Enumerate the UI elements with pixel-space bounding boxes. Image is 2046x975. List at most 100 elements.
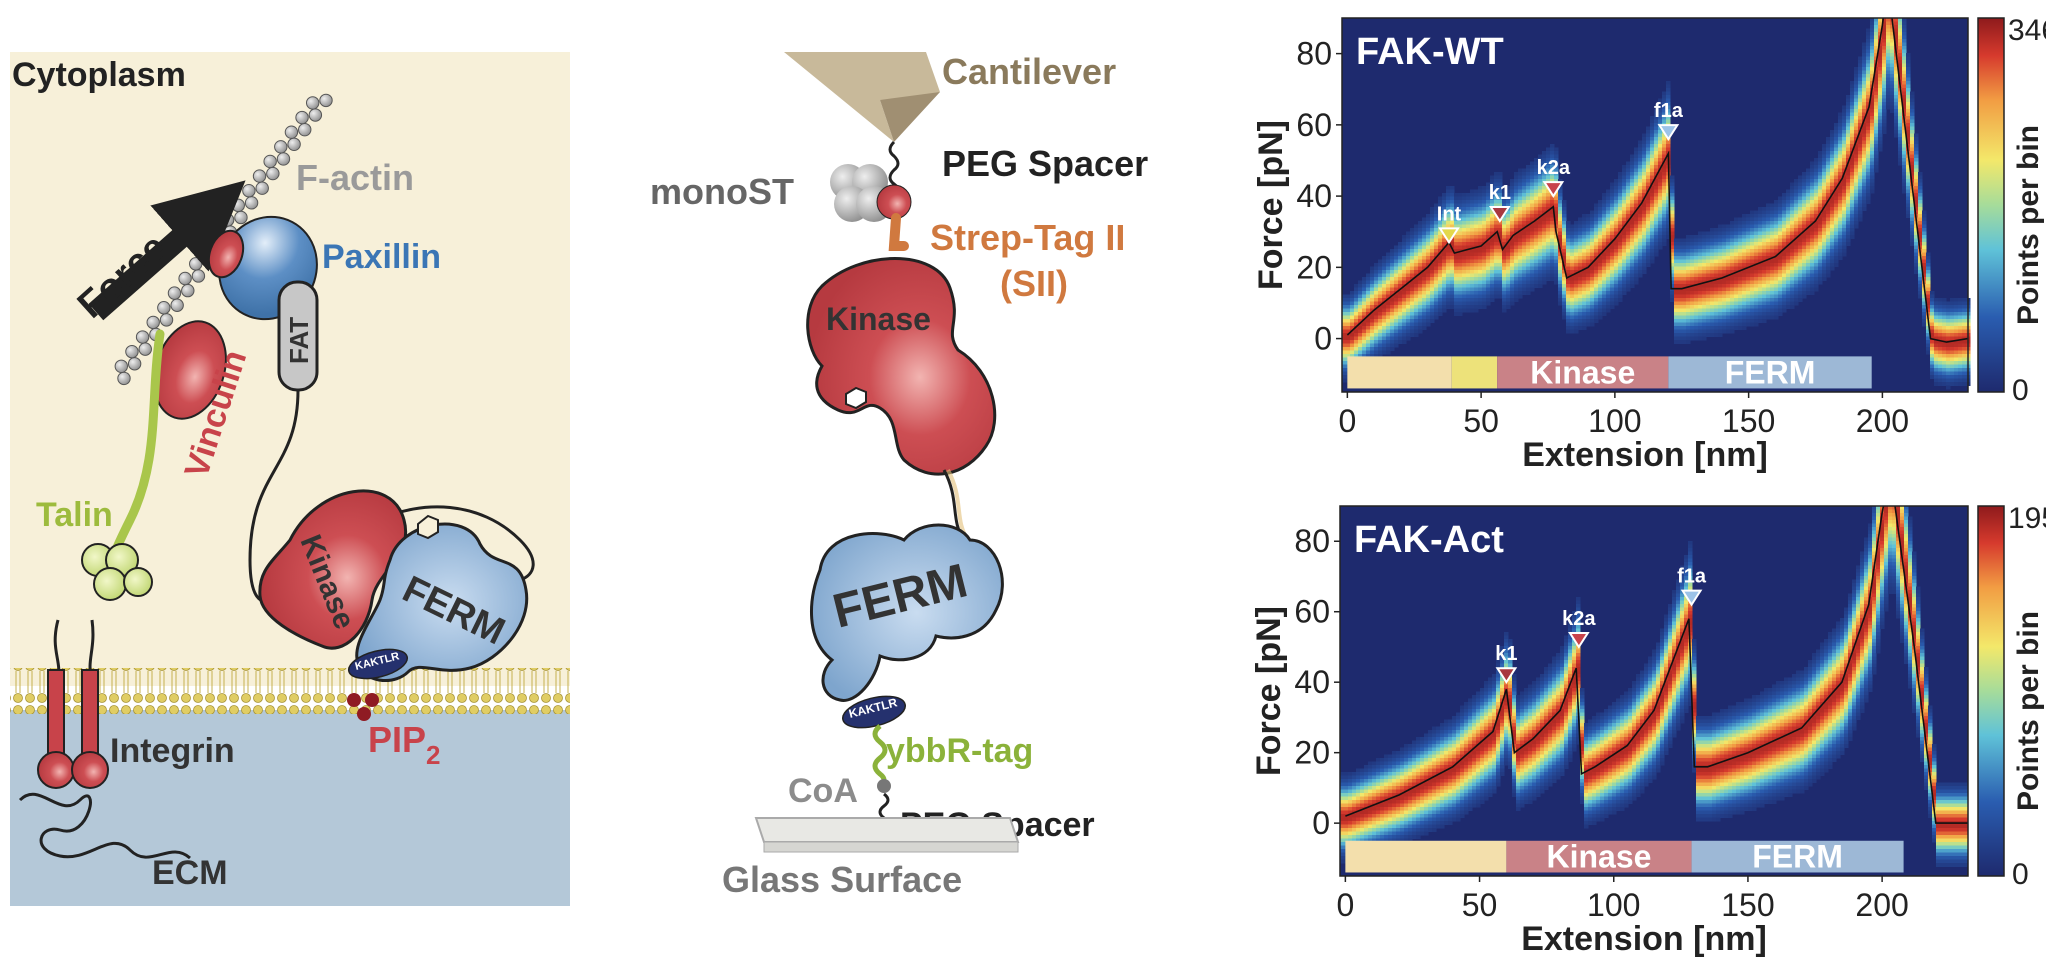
heatmap-cell	[1734, 326, 1739, 330]
heatmap-cell	[1342, 294, 1347, 299]
f-actin-bead	[114, 359, 129, 373]
heatmap-cell	[1470, 235, 1475, 239]
heatmap-cell	[1574, 291, 1579, 295]
heatmap-cell	[1406, 305, 1411, 309]
heatmap-cell	[1630, 186, 1635, 190]
heatmap-cell	[1498, 179, 1503, 183]
heatmap-cell	[1714, 245, 1719, 250]
heatmap-cell	[1606, 256, 1611, 260]
heatmap-cell	[1838, 116, 1843, 120]
heatmap-cell	[1754, 294, 1759, 299]
heatmap-cell	[1518, 245, 1523, 250]
heatmap-cell	[1506, 235, 1511, 239]
heatmap-cell	[1490, 200, 1495, 204]
heatmap-cell	[1862, 165, 1867, 169]
heatmap-cell	[1638, 249, 1643, 253]
heatmap-cell	[1866, 158, 1871, 162]
heatmap-cell	[1718, 291, 1723, 295]
heatmap-cell	[1894, 77, 1899, 82]
heatmap-cell	[1678, 319, 1683, 323]
heatmap-cell	[1706, 315, 1711, 320]
heatmap-cell	[1870, 105, 1875, 110]
heatmap-cell	[1846, 126, 1851, 131]
heatmap-cell	[1578, 326, 1583, 330]
heatmap-cell	[1654, 200, 1659, 204]
heatmap-cell	[1634, 259, 1639, 264]
heatmap-cell	[1762, 245, 1767, 250]
heatmap-cell	[1778, 200, 1783, 204]
heatmap-cell	[1430, 235, 1435, 239]
heatmap-cell	[1846, 140, 1851, 145]
heatmap-cell	[1614, 179, 1619, 183]
heatmap-cell	[1662, 140, 1667, 145]
peg-spacer-top-label: PEG Spacer	[942, 143, 1148, 184]
heatmap-cell	[1898, 140, 1903, 145]
heatmap-cell	[1890, 63, 1895, 68]
heatmap-cell	[1430, 252, 1435, 257]
heatmap-cell	[1838, 137, 1843, 141]
heatmap-cell	[1498, 172, 1503, 176]
heatmap-cell	[1346, 315, 1351, 320]
heatmap-cell	[1886, 84, 1891, 89]
heatmap-cell	[1734, 305, 1739, 309]
heatmap-cell	[1434, 263, 1439, 267]
heatmap-cell	[1466, 231, 1471, 236]
heatmap-cell	[1682, 270, 1687, 274]
heatmap-cell	[1550, 270, 1555, 274]
heatmap-cell	[1426, 256, 1431, 260]
heatmap-cell	[1598, 273, 1603, 278]
heatmap-cell	[1614, 298, 1619, 302]
heatmap-cell	[1626, 235, 1631, 239]
heatmap-cell	[1706, 266, 1711, 271]
heatmap-cell	[1666, 88, 1671, 92]
heatmap-cell	[1526, 172, 1531, 176]
heatmap-cell	[1530, 284, 1535, 288]
heatmap-cell	[1666, 189, 1671, 194]
heatmap-cell	[1478, 280, 1483, 285]
heatmap-cell	[1750, 252, 1755, 257]
heatmap-cell	[1866, 196, 1871, 201]
heatmap-cell	[1618, 294, 1623, 299]
heatmap-cell	[1490, 273, 1495, 278]
heatmap-cell	[1886, 18, 1891, 22]
heatmap-cell	[1638, 256, 1643, 260]
heatmap-cell	[1854, 196, 1859, 201]
heatmap-cell	[1858, 67, 1863, 71]
heatmap-cell	[1370, 350, 1375, 355]
heatmap-cell	[1462, 294, 1467, 299]
heatmap-cell	[1842, 130, 1847, 134]
heatmap-cell	[1894, 25, 1899, 29]
heatmap-cell	[1822, 217, 1827, 222]
heatmap-cell	[1574, 329, 1579, 334]
heatmap-cell	[1654, 109, 1659, 113]
heatmap-cell	[1830, 133, 1835, 138]
heatmap-cell	[1766, 315, 1771, 320]
heatmap-cell	[1470, 284, 1475, 288]
heatmap-cell	[1870, 119, 1875, 124]
heatmap-cell	[1562, 256, 1567, 260]
heatmap-cell	[1582, 291, 1587, 295]
heatmap-cell	[1838, 207, 1843, 211]
ybbr-tag-linker	[872, 724, 888, 788]
heatmap-cell	[1514, 266, 1519, 271]
heatmap-cell	[1386, 294, 1391, 299]
heatmap-cell	[1390, 266, 1395, 271]
heatmap-cell	[1830, 221, 1835, 225]
heatmap-cell	[1522, 200, 1527, 204]
heatmap-cell	[1370, 354, 1375, 358]
heatmap-cell	[1466, 287, 1471, 292]
heatmap-cell	[1554, 179, 1559, 183]
heatmap-cell	[1826, 266, 1831, 271]
heatmap-cell	[1682, 256, 1687, 260]
heatmap-cell	[1826, 235, 1831, 239]
heatmap-cell	[1762, 298, 1767, 302]
heatmap-cell	[1734, 224, 1739, 229]
heatmap-cell	[1698, 235, 1703, 239]
heatmap-cell	[1566, 252, 1571, 257]
heatmap-cell	[1502, 217, 1507, 222]
heatmap-cell	[1546, 172, 1551, 176]
heatmap-cell	[1526, 235, 1531, 239]
heatmap-cell	[1662, 193, 1667, 197]
heatmap-cell	[1618, 298, 1623, 302]
heatmap-cell	[1682, 263, 1687, 267]
